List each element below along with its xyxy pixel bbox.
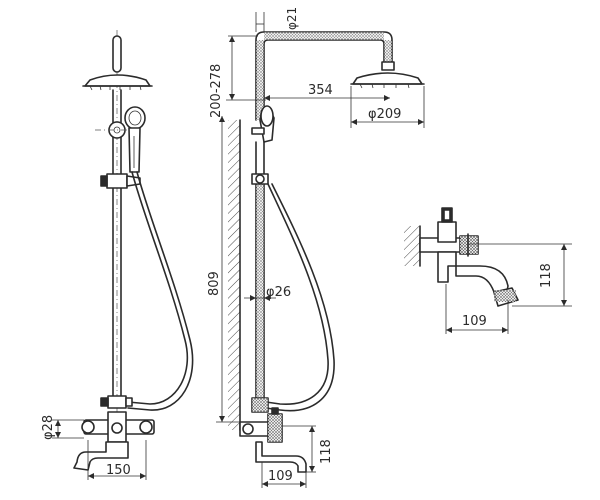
inlet-diameter-label: φ28 (41, 415, 56, 440)
spout-reach-side-label: 109 (268, 469, 293, 484)
arm-reach-label: 354 (308, 83, 333, 98)
front-view: φ28 150 (41, 30, 194, 480)
detail-spout-height-label: 118 (539, 263, 554, 288)
column-diameter-label: φ26 (266, 285, 291, 300)
spout-detail-view: 118 109 (404, 207, 572, 334)
side-view: φ21 200-278 354 φ209 809 φ26 (207, 7, 425, 488)
top-pipe-diameter-label: φ21 (285, 7, 299, 30)
detail-spout-reach-label: 109 (462, 314, 487, 329)
spout-height-side-label: 118 (319, 439, 334, 464)
inlet-spacing-label: 150 (106, 463, 131, 478)
head-diameter-label: φ209 (368, 107, 401, 122)
arm-height-label: 200-278 (209, 64, 224, 118)
column-height-label: 809 (207, 271, 222, 296)
